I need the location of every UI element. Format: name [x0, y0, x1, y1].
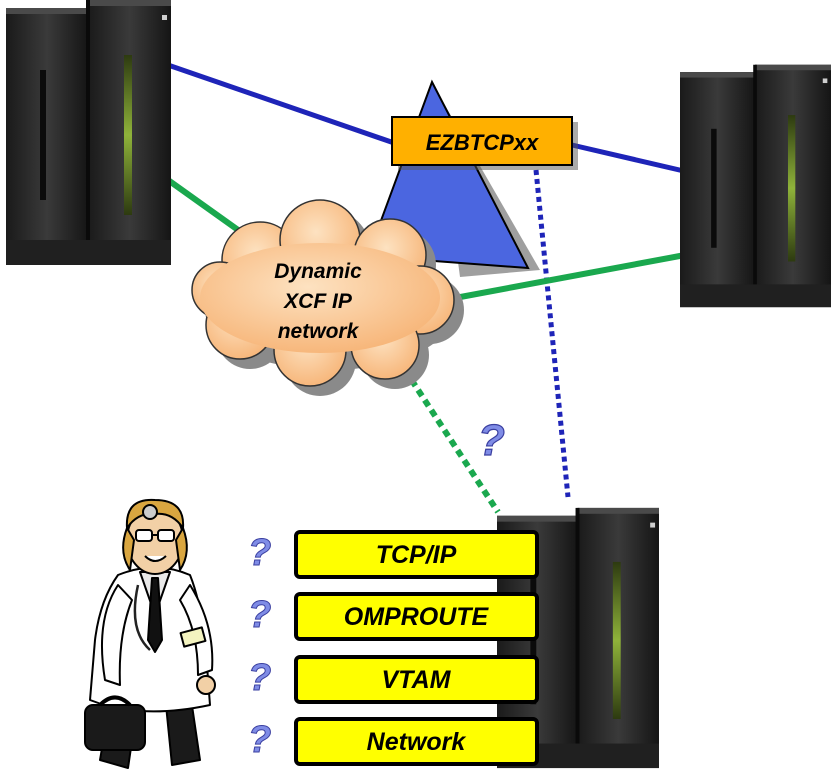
stack-label-text: OMPROUTE	[344, 603, 490, 631]
stack-label-network: ? Network	[248, 717, 539, 766]
question-mark-icon: ?	[248, 719, 271, 761]
mainframe-server-icon	[680, 64, 831, 308]
question-mark-icon: ?	[248, 532, 271, 574]
stack-label-vtam: ? VTAM	[248, 655, 539, 704]
mainframe-server-icon	[6, 0, 171, 265]
doctor-figure-icon	[84, 498, 216, 769]
blue-dotted-link	[533, 169, 571, 498]
blue-link-left	[167, 62, 401, 148]
stack-label-omproute: ? OMPROUTE	[248, 592, 539, 641]
question-mark-icon: ?	[248, 594, 271, 636]
config-member-box: EZBTCPxx	[391, 116, 578, 170]
cloud-label-line-3: network	[278, 320, 360, 343]
question-mark-icon: ?	[248, 657, 271, 699]
xcf-network-cloud: Dynamic XCF IP network	[191, 199, 464, 396]
config-member-label: EZBTCPxx	[426, 130, 539, 155]
green-link-right	[454, 252, 686, 301]
stack-label-text: VTAM	[382, 666, 452, 694]
question-mark-icon: ?	[478, 416, 505, 465]
stack-label-tcpip: ? TCP/IP	[248, 530, 539, 579]
cloud-label-line-1: Dynamic	[274, 260, 362, 283]
green-dotted-link	[402, 368, 501, 514]
stack-label-text: Network	[367, 728, 467, 756]
stack-label-text: TCP/IP	[376, 541, 457, 569]
cloud-label-line-2: XCF IP	[283, 290, 353, 313]
